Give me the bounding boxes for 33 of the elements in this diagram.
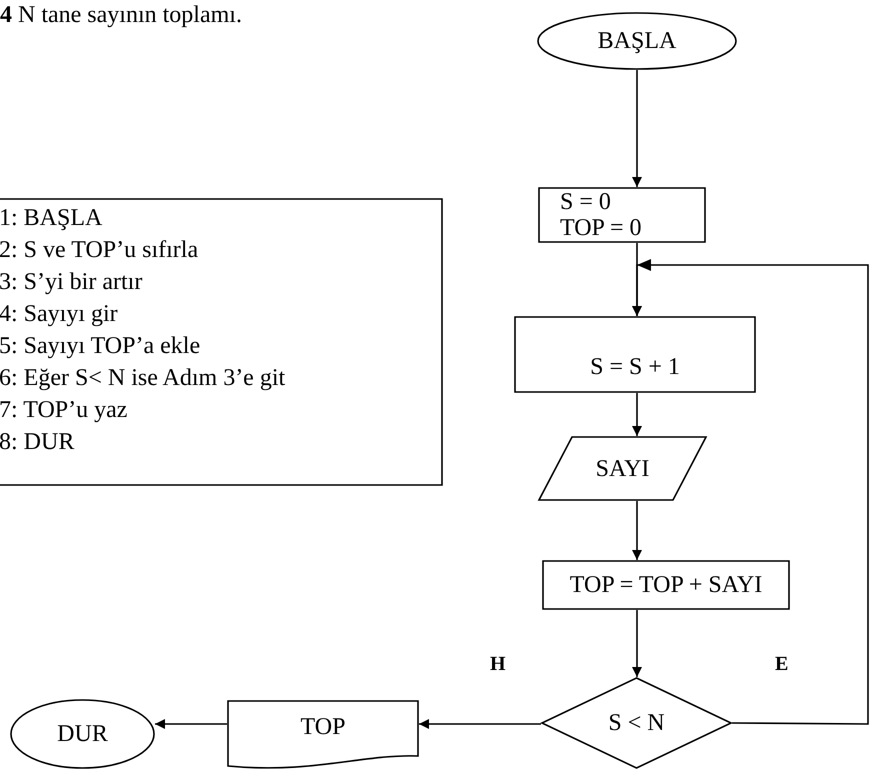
arrow: [419, 719, 541, 729]
title: 4 N tane sayının toplamı.: [0, 2, 242, 29]
arrow: [632, 70, 642, 187]
node-label: S = 0: [560, 189, 611, 215]
decision-diamond: [541, 677, 732, 769]
process-box: [538, 187, 706, 243]
node-label: DUR: [56, 720, 109, 748]
arrow: [155, 719, 227, 729]
arrow: [632, 610, 642, 677]
step-text: 2: S ve TOP’u sıfırla: [0, 236, 198, 264]
arrow: [632, 501, 642, 560]
node-label: TOP: [300, 713, 346, 741]
step-text: 1: BAŞLA: [0, 204, 102, 232]
output-document: [227, 700, 419, 770]
process-box: [514, 316, 756, 393]
arrow: [632, 259, 869, 725]
node-label: SAYI: [594, 454, 650, 482]
node-label: BAŞLA: [596, 27, 678, 55]
steps-box: [0, 198, 443, 486]
node-label: TOP = TOP + SAYI: [568, 571, 764, 599]
node-label: TOP = 0: [560, 215, 642, 241]
input-parallelogram: [538, 436, 707, 501]
process-box: [542, 560, 790, 610]
arrow: [632, 393, 642, 436]
node-label: S < N: [607, 709, 666, 737]
node-label: S = S + 1: [589, 352, 681, 380]
start-terminal: [537, 12, 737, 70]
step-text: 5: Sayıyı TOP’a ekle: [0, 332, 200, 360]
step-text: 8: DUR: [0, 428, 74, 456]
step-text: 3: S’yi bir artır: [0, 268, 142, 296]
step-text: 6: Eğer S< N ise Adım 3’e git: [0, 364, 286, 392]
end-terminal: [10, 699, 155, 769]
step-text: 7: TOP’u yaz: [0, 396, 128, 424]
